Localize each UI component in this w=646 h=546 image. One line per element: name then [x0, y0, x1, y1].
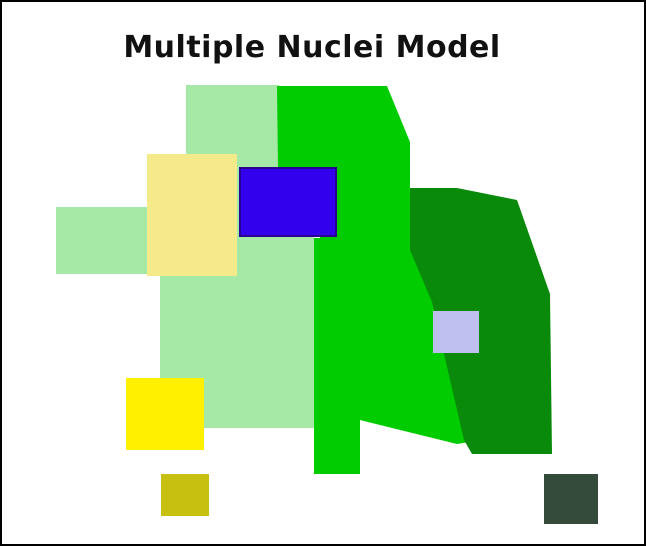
block-blue [239, 167, 337, 237]
block-yellow [126, 378, 204, 450]
block-dark-slate [544, 474, 598, 524]
zone-dark-green [410, 188, 552, 454]
diagram-title: Multiple Nuclei Model [123, 30, 501, 65]
block-olive [161, 474, 209, 516]
block-pale-yellow [147, 154, 237, 276]
block-lavender [433, 311, 479, 353]
